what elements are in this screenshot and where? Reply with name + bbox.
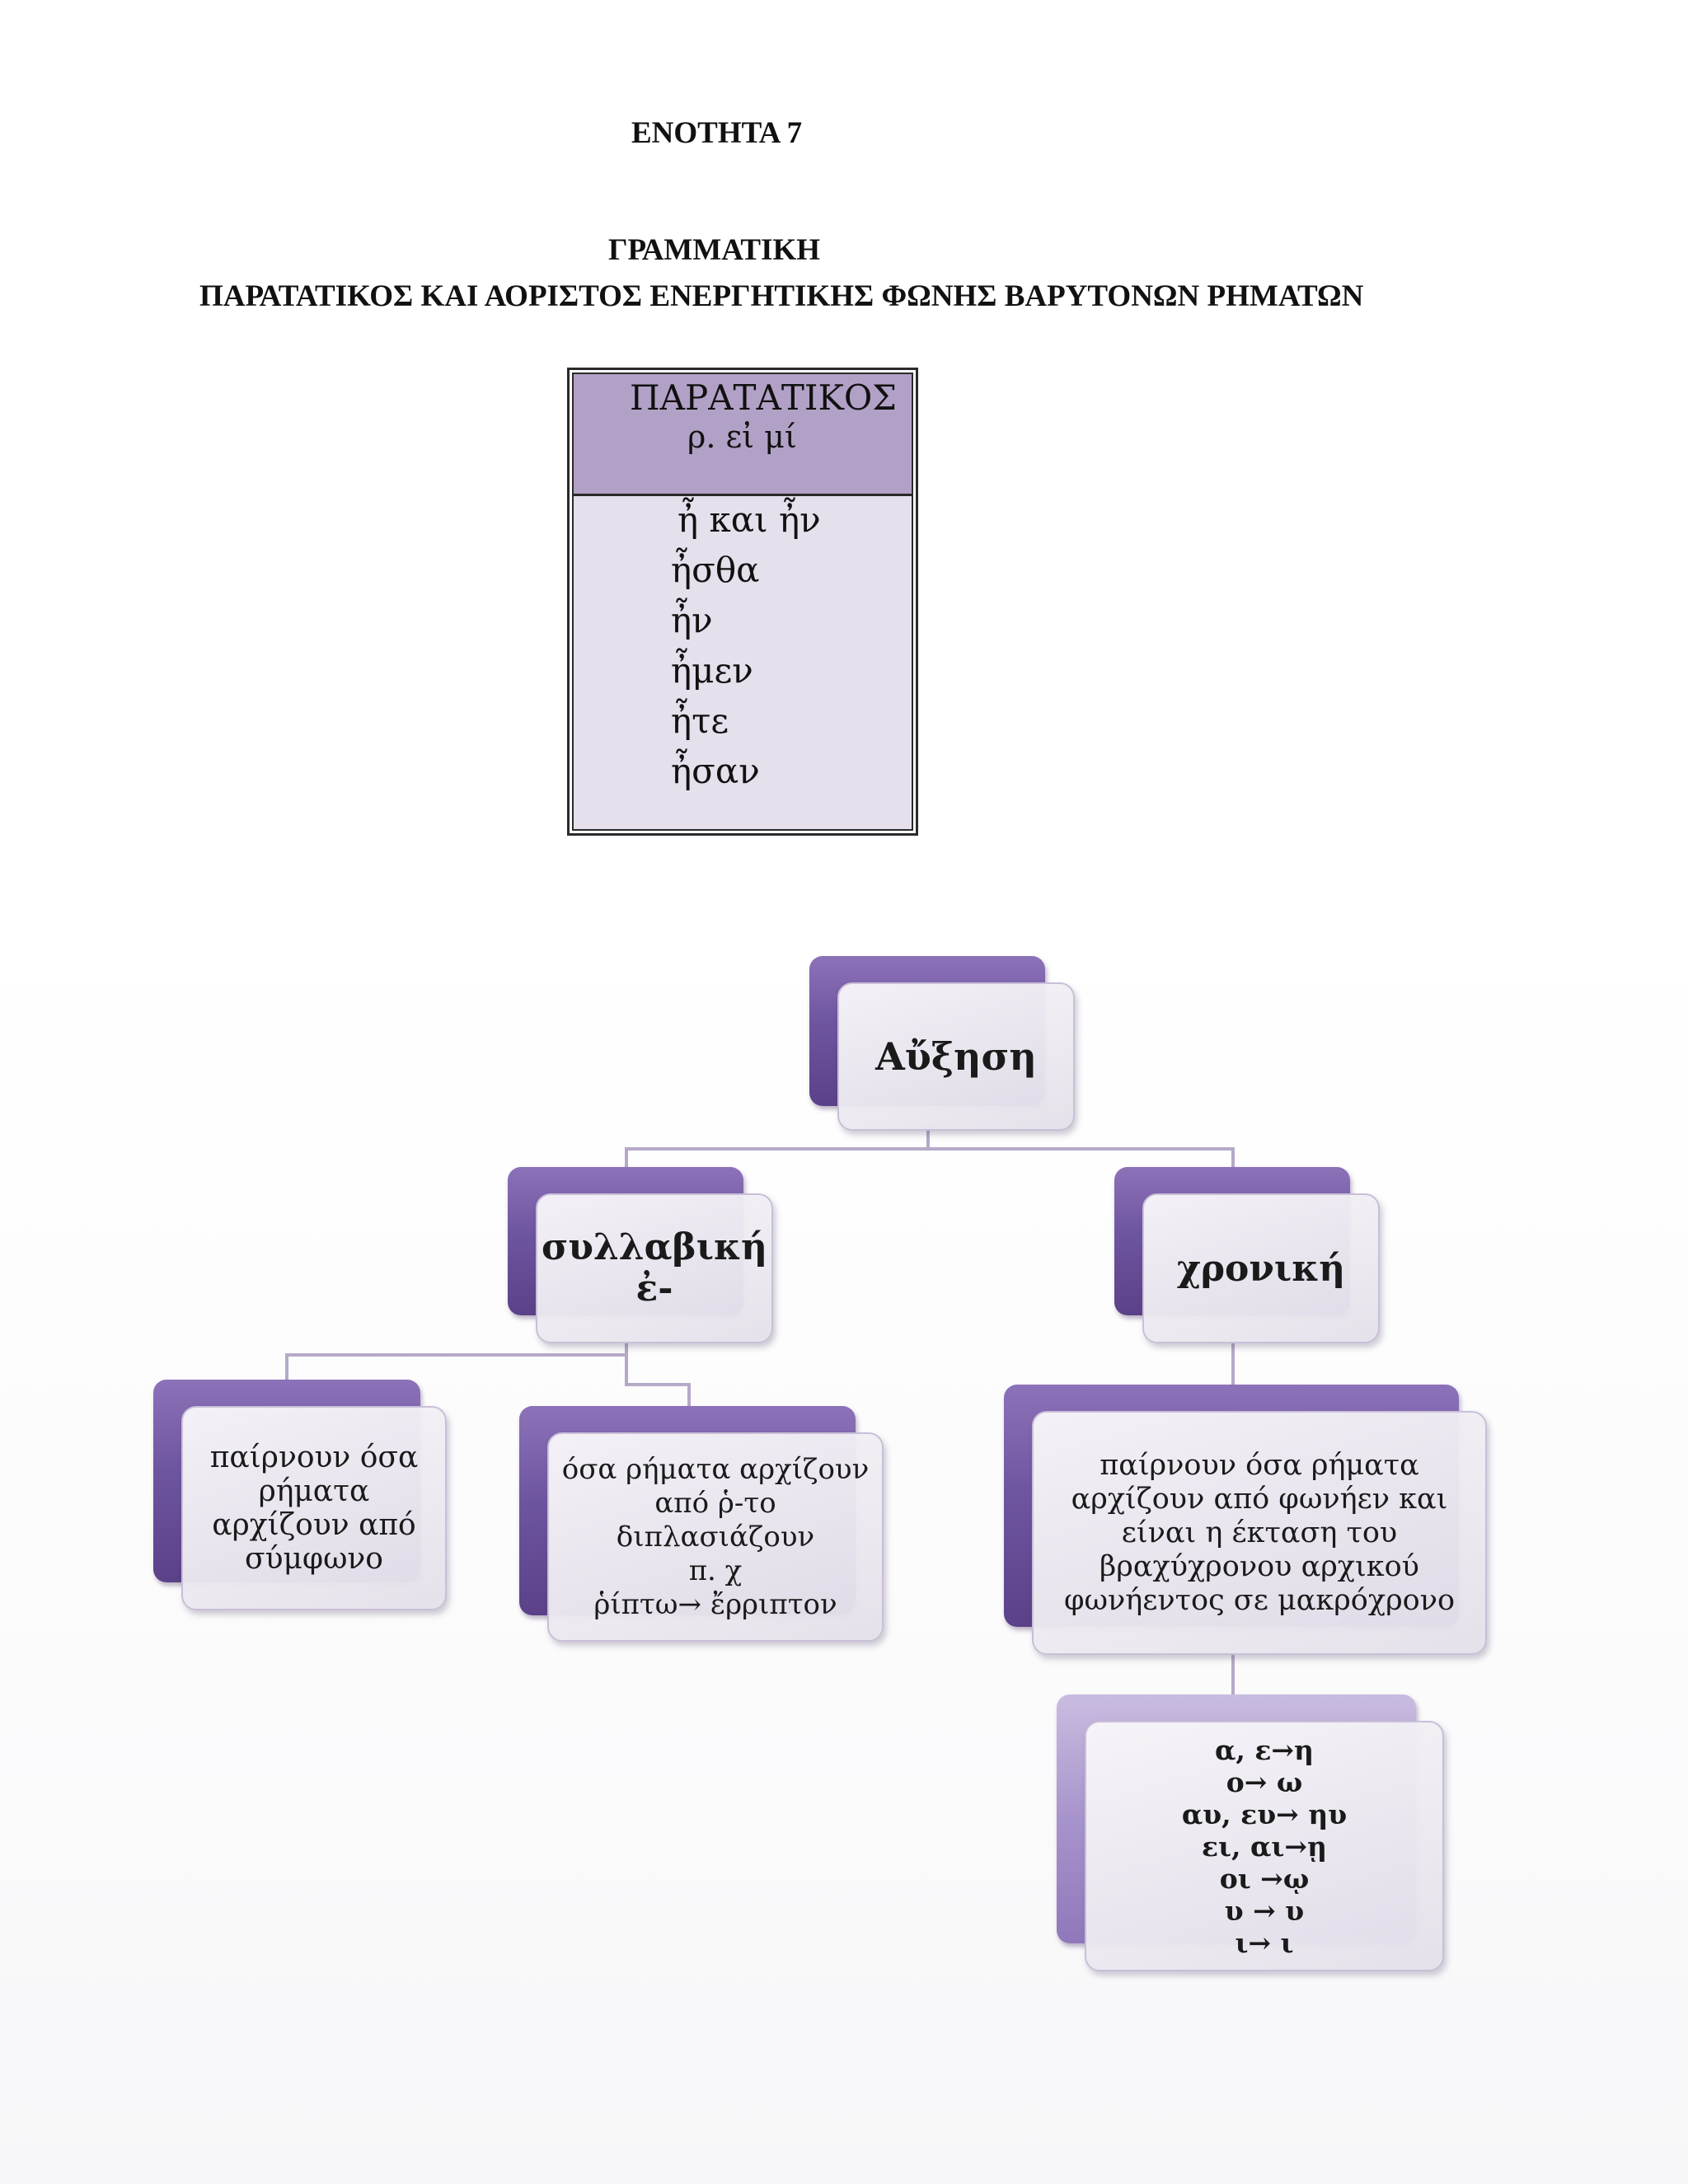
conjugation-table-body: ἦ και ἦν ἦσθα ἦν ἦμεν ἦτε ἦσαν [574,496,912,829]
connector-root-down [926,1126,930,1151]
root-node-label: Αὔξηση [875,1034,1037,1079]
form-1pl: ἦμεν [671,650,753,691]
root-node: Αὔξηση [837,982,1075,1131]
unit-heading: ΕΝΟΤΗΤΑ 7 [631,116,803,150]
consonant-node-label: παίρνουν όσα ρήματα αρχίζουν από σύμφωνο [209,1441,419,1576]
connector-to-consonant [285,1353,288,1383]
form-2pl: ἦτε [671,701,729,741]
vowel-changes-node: α, ε→η ο→ ω αυ, ευ→ ηυ ει, αι→ῃ οι →ῳ υ … [1085,1721,1444,1971]
connector-syllabic-down [625,1342,628,1386]
temporal-desc-label: παίρνουν όσα ρήματα αρχίζουν από φωνήεν … [1063,1448,1456,1617]
connector-to-changes [1231,1653,1235,1699]
syllabic-node: συλλαβική ἐ- [536,1193,773,1343]
table-verb: ρ. εἰ μί [687,419,797,455]
temporal-node-label: χρονική [1176,1247,1346,1290]
conjugation-table-header: ΠΑΡΑΤΑΤΙΚΟΣ ρ. εἰ μί [574,374,912,496]
lesson-subtitle: ΠΑΡΑΤΑΤΙΚΟΣ ΚΑΙ ΑΟΡΙΣΤΟΣ ΕΝΕΡΓΗΤΙΚΗΣ ΦΩΝ… [199,279,1364,313]
table-title: ΠΑΡΑΤΑΤΙΚΟΣ [630,377,898,418]
connector-temporal-down [1231,1342,1235,1388]
form-3pl: ἦσαν [671,751,760,791]
form-1sg: ἦ και ἦν [678,499,821,540]
temporal-desc-node: παίρνουν όσα ρήματα αρχίζουν από φωνήεν … [1032,1411,1487,1655]
form-2sg: ἦσθα [671,550,760,590]
rho-node: όσα ρήματα αρχίζουν από ῥ-το διπλασιάζου… [547,1432,884,1642]
vowel-changes-label: α, ε→η ο→ ω αυ, ευ→ ηυ ει, αι→ῃ οι →ῳ υ … [1181,1733,1348,1959]
connector-root-horizontal [625,1147,1235,1151]
syllabic-node-label: συλλαβική ἐ- [541,1226,767,1310]
consonant-node: παίρνουν όσα ρήματα αρχίζουν από σύμφωνο [181,1406,447,1610]
connector-to-rho-horizontal [625,1383,691,1386]
connector-syllabic-horizontal [285,1353,628,1357]
conjugation-table-frame: ΠΑΡΑΤΑΤΙΚΟΣ ρ. εἰ μί ἦ και ἦν ἦσθα ἦν ἦμ… [572,373,913,831]
section-heading: ΓΡΑΜΜΑΤΙΚΗ [608,233,821,267]
rho-node-label: όσα ρήματα αρχίζουν από ῥ-το διπλασιάζου… [561,1452,870,1621]
connector-to-rho [687,1383,691,1408]
temporal-node: χρονική [1142,1193,1380,1343]
form-3sg: ἦν [671,600,713,640]
conjugation-table: ΠΑΡΑΤΑΤΙΚΟΣ ρ. εἰ μί ἦ και ἦν ἦσθα ἦν ἦμ… [567,368,918,836]
